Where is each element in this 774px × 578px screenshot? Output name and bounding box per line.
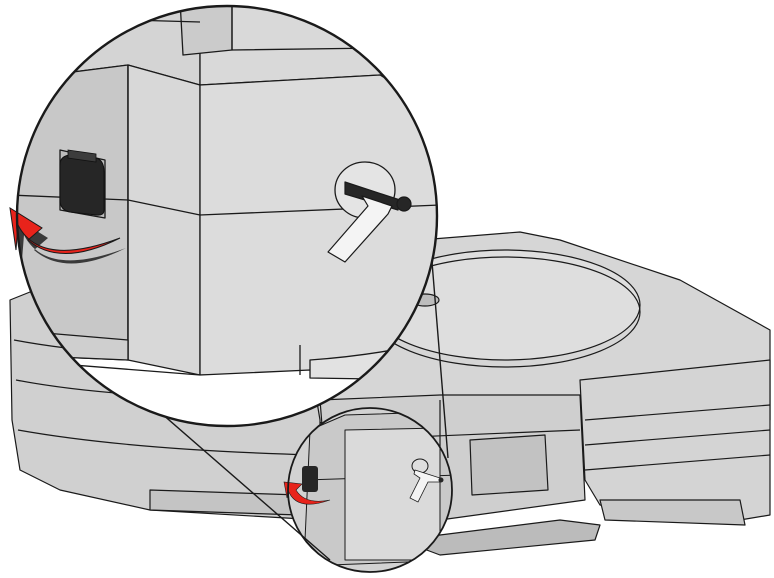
front-feet — [399, 519, 601, 556]
key-lever-icon — [327, 181, 412, 263]
left-base-foot — [149, 489, 301, 516]
front-housing-panel — [469, 434, 549, 496]
curved-arrow-icon — [9, 207, 126, 264]
small-latch-icon — [302, 466, 318, 492]
small-detail — [283, 407, 453, 573]
small-detail-outline — [287, 407, 453, 573]
zoom-front-face — [127, 64, 201, 376]
left-base-band-3 — [17, 429, 316, 456]
small-curved-arrow-icon — [283, 481, 331, 505]
right-block — [579, 359, 771, 521]
right-block-line-3 — [584, 454, 771, 471]
right-block-line-2 — [584, 429, 771, 446]
latch-icon — [59, 149, 105, 216]
right-block-line-1 — [584, 404, 771, 421]
zoom-detail-outline — [15, 4, 439, 428]
right-block-foot — [599, 499, 746, 526]
